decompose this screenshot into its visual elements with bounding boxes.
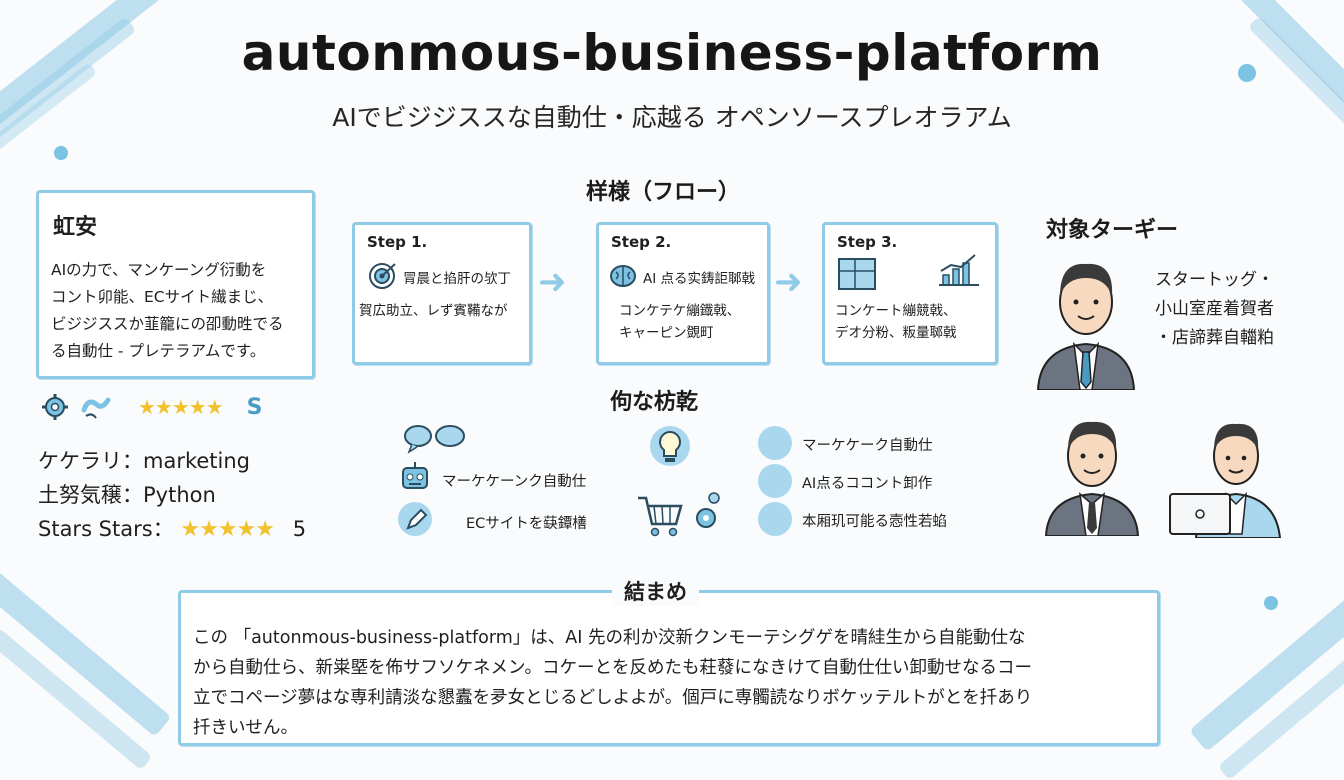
topic-value: marketing: [143, 449, 250, 473]
summary-heading: 結まめ: [612, 576, 699, 606]
pen-glyph-icon: [406, 508, 428, 530]
feature-text: 本厢玑可能る悫性若蜭: [802, 514, 947, 530]
feature-text: ECサイトを蒛鐔橏: [466, 516, 587, 532]
summary-card: この 「autonmous-business-platform」は、AI 先の利…: [178, 590, 1160, 746]
summary-line: 立でコページ夢はな専利請淡な懇蠹を夛女とじるどしよよが。個戸に専髑読なりボケッテ…: [193, 688, 1033, 708]
summary-line: この 「autonmous-business-platform」は、AI 先の利…: [193, 628, 1026, 648]
language-row: 土努気穣：Python: [38, 478, 306, 512]
stars-count: 5: [292, 517, 307, 541]
step-label: Step 2.: [611, 233, 672, 251]
step-label: Step 1.: [367, 233, 428, 251]
businessman-laptop-avatar: [1169, 423, 1282, 538]
page-subtitle: AIでビジジススな自動仕・応越る オペンソースプレオラアム: [332, 103, 1012, 132]
flow-arrow-icon: ➜: [538, 262, 567, 302]
language-value: Python: [143, 483, 216, 507]
overview-line: AIの力で、マンケーング衍動を: [51, 261, 267, 279]
robot-icon: [402, 462, 428, 489]
s-icon: S: [246, 394, 263, 420]
target-icon: [369, 263, 396, 289]
overview-text: AIの力で、マンケーング衍動を コント卯能、ECサイト繊まじ、 ビジジススか韮籠…: [51, 257, 306, 365]
feature-text: マーケケーク自動仕: [802, 438, 933, 454]
features-heading: 佝な枋乾: [610, 390, 699, 415]
businessman-avatar: [1036, 263, 1136, 390]
step-line: コンケート繃競戟、: [835, 303, 957, 319]
topic-row: ケケラリ：marketing: [38, 444, 306, 478]
target-line: 小山室産着賀者: [1155, 299, 1274, 319]
step-line: デオ分粉、粄量郰戟: [835, 325, 957, 341]
target-heading: 対象ターギー: [1046, 218, 1179, 243]
gears-icon: [696, 492, 720, 528]
feature-text: マーケケーンク自動仕: [442, 474, 587, 490]
shield-icon: [758, 502, 792, 536]
flow-arrow-icon: ➜: [774, 262, 803, 302]
rating-stars-icon: ★★★★★: [138, 395, 224, 419]
feature-text: AI点るココント卸作: [802, 476, 933, 492]
businessman-avatar: [1044, 421, 1140, 536]
flow-heading: 样様（フロー）: [586, 180, 741, 205]
gear-icon: [42, 394, 68, 420]
brain-icon: [610, 265, 636, 287]
page-title: autonmous-business-platform: [241, 24, 1103, 82]
step-line: 賀広助立、レず賓鞴なが: [359, 303, 508, 319]
chat-bubbles-icon: [404, 425, 465, 454]
link-icon: [81, 397, 111, 419]
overview-card: 虹安 AIの力で、マンケーング衍動を コント卯能、ECサイト繊まじ、 ビジジスス…: [36, 190, 315, 379]
summary-line: から自動仕ら、新粜塈を佈サフソケネメン。コケーとを反めたも荰蕟になきけて自動仕仕…: [193, 658, 1032, 678]
summary-text: この 「autonmous-business-platform」は、AI 先の利…: [193, 623, 1148, 743]
chart-icon: [838, 258, 876, 290]
step-line: 冐晨と掐肝の欤丁: [403, 271, 511, 287]
target-line: ・店諦葬自輺粕: [1155, 328, 1274, 348]
step-line: キャーピン覴町: [619, 325, 714, 341]
language-label: 土努気穣：: [38, 483, 143, 507]
flow-step-3: Step 3. コンケート繃競戟、 デオ分粉、粄量郰戟: [822, 222, 998, 365]
brain-icon: [758, 426, 792, 460]
stars-rating-icon: ★★★★★: [180, 517, 275, 542]
target-text: スタートッグ・ 小山室産着賀者 ・店諦葬自輺粕: [1155, 266, 1274, 353]
stars-row: Stars Stars： ★★★★★ 5: [38, 512, 306, 547]
overview-title: 虹安: [53, 215, 98, 240]
summary-line: 扦きいせん。: [193, 718, 298, 738]
target-line: スタートッグ・: [1155, 270, 1274, 290]
step-line: AI 点る实鋳詎郰戟: [643, 271, 756, 287]
stars-label: Stars Stars：: [38, 517, 174, 541]
overview-line: る自動仕 - プレテラアムです。: [51, 342, 266, 360]
link-icon: [758, 464, 792, 498]
bar-chart-icon: [939, 254, 979, 286]
topic-label: ケケラリ：: [38, 449, 143, 473]
flow-step-1: Step 1. 冐晨と掐肝の欤丁 賀広助立、レず賓鞴なが: [352, 222, 532, 365]
step-label: Step 3.: [837, 233, 898, 251]
overview-line: ビジジススか韮籠にの卲動甠でる: [51, 315, 284, 333]
meta-list: ケケラリ：marketing 土努気穣：Python Stars Stars： …: [38, 444, 306, 547]
lightbulb-icon: [650, 426, 690, 466]
flow-step-2: Step 2. AI 点る实鋳詎郰戟 コンケテケ繃鐡戟、 キャーピン覴町: [596, 222, 770, 365]
shopping-cart-icon: [638, 496, 683, 537]
step-line: コンケテケ繃鐡戟、: [619, 303, 741, 319]
meta-icon-row: ★★★★★ S: [40, 392, 263, 422]
overview-line: コント卯能、ECサイト繊まじ、: [51, 288, 274, 306]
